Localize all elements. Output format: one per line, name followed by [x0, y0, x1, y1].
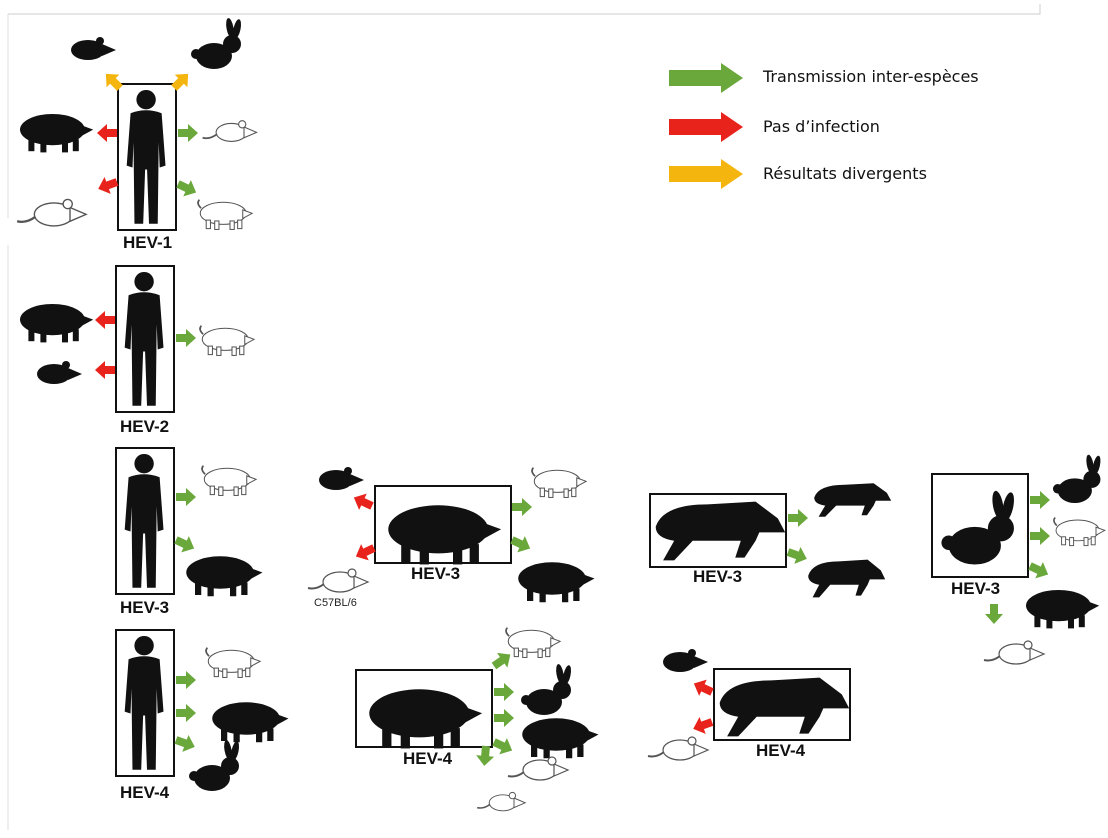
arrow-no-infection [95, 311, 115, 329]
arrow-transmission [985, 604, 1003, 624]
hev4-boar-box [713, 668, 851, 741]
mouse-icon [507, 756, 569, 781]
rabbit-icon [1052, 454, 1102, 504]
monkey-icon [197, 198, 253, 231]
arrow-transmission [490, 733, 516, 759]
arrow-transmission [176, 488, 196, 506]
boar-icon [655, 501, 786, 561]
legend-label-divergent: Résultats divergents [763, 164, 927, 183]
mouse-strain-label: C57BL/6 [314, 597, 357, 609]
hev4-boar-label: HEV-4 [756, 741, 806, 760]
arrow-transmission [1030, 527, 1050, 545]
monkey-icon [1053, 516, 1106, 547]
mouse-icon [307, 568, 369, 593]
arrow-divergent [99, 67, 127, 95]
hev3-human-box [115, 447, 175, 595]
arrow-transmission [176, 671, 196, 689]
arrow-no-infection [350, 489, 376, 515]
arrow-transmission [788, 509, 808, 527]
hev2-box [115, 265, 175, 413]
arrow-transmission [512, 498, 532, 516]
arrow-transmission [172, 731, 198, 756]
rat-icon [648, 649, 708, 672]
legend-arrow-red [669, 112, 743, 142]
rat-icon [22, 361, 82, 384]
hev3-boar-box [649, 493, 787, 568]
hev4-pig-label: HEV-4 [403, 749, 453, 768]
arrow-transmission [784, 543, 810, 568]
pig-icon [209, 698, 289, 743]
human-icon [124, 453, 164, 588]
mouse-icon [983, 640, 1045, 665]
pig-icon [383, 499, 502, 565]
arrow-no-infection [352, 539, 378, 565]
hev4-human-box [115, 629, 175, 777]
monkey-icon [201, 464, 257, 497]
hev4-pig-box [355, 669, 493, 748]
gerbil-icon [476, 791, 527, 812]
pig-icon [364, 683, 483, 749]
monkey-icon [505, 626, 561, 659]
hev3-pig-label: HEV-3 [411, 564, 460, 583]
legend-arrow-yellow [669, 159, 743, 189]
monkey-icon [199, 324, 255, 357]
arrow-transmission [176, 704, 196, 722]
arrow-no-infection [95, 361, 115, 379]
rabbit-icon [191, 17, 243, 69]
boar-icon [814, 483, 892, 517]
arrow-transmission [508, 531, 534, 557]
arrow-no-infection [95, 173, 121, 198]
rabbit-icon [189, 739, 241, 791]
arrow-transmission [176, 329, 196, 347]
boar-icon [808, 559, 886, 598]
arrow-divergent [167, 67, 195, 95]
pig-icon [515, 558, 595, 603]
gerbil-icon [201, 119, 258, 143]
pig-icon [16, 300, 94, 343]
pig-icon [183, 552, 263, 597]
frame-line [8, 4, 1041, 15]
human-icon [124, 271, 164, 406]
hev1-box [117, 83, 177, 231]
arrow-transmission [494, 683, 514, 701]
arrow-transmission [475, 745, 495, 767]
monkey-icon [205, 646, 261, 679]
rabbit-icon [521, 663, 573, 715]
hev3-pig-box [374, 485, 512, 564]
arrow-transmission [172, 531, 198, 557]
hev3-human-label: HEV-3 [120, 598, 169, 617]
human-icon [126, 89, 166, 224]
pig-icon [1022, 586, 1100, 629]
hev1-label: HEV-1 [123, 233, 172, 252]
arrow-no-infection [690, 675, 716, 701]
legend-arrow-green [669, 63, 743, 93]
arrow-transmission [174, 175, 200, 201]
rat-icon [56, 37, 116, 60]
arrow-transmission [1026, 557, 1052, 583]
arrow-no-infection [690, 713, 716, 738]
legend-label-transmission: Transmission inter-espèces [763, 67, 979, 86]
pig-icon [16, 110, 94, 153]
hev4-human-label: HEV-4 [120, 783, 170, 802]
hev2-label: HEV-2 [120, 417, 169, 436]
mouse-icon [15, 198, 88, 228]
arrow-transmission [178, 124, 198, 142]
arrow-transmission [494, 709, 514, 727]
boar-icon [719, 677, 850, 737]
legend-label-no-infection: Pas d’infection [763, 117, 880, 136]
monkey-icon [531, 466, 587, 499]
hev3-rabbit-label: HEV-3 [951, 579, 1000, 598]
rabbit-icon [941, 489, 1017, 565]
arrow-transmission [1030, 491, 1050, 509]
pig-icon [519, 714, 599, 759]
hev3-boar-label: HEV-3 [693, 567, 742, 586]
human-icon [124, 635, 164, 770]
arrow-no-infection [97, 124, 117, 142]
hev3-rabbit-box [931, 473, 1029, 578]
mouse-icon [647, 736, 709, 761]
rat-icon [304, 467, 364, 490]
